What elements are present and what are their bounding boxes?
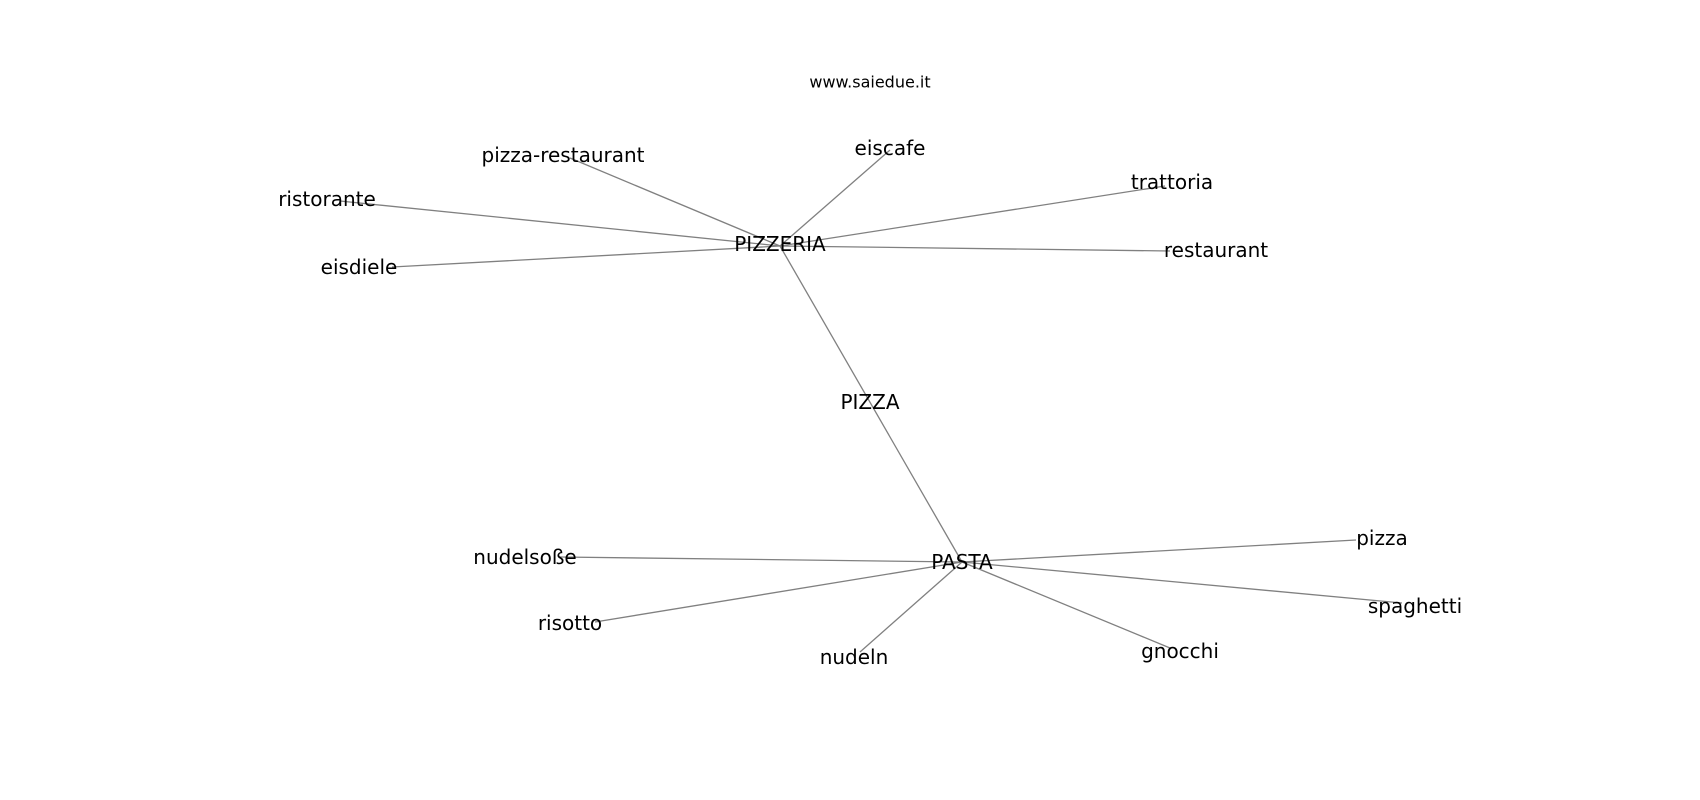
node-label-pizza-center: PIZZA — [840, 390, 899, 414]
edge-pasta-gnocchi — [961, 561, 1171, 649]
node-label-pizza-small: pizza — [1356, 526, 1408, 550]
edge-pasta-pizza_small — [961, 539, 1357, 563]
edge-pasta-spaghetti — [961, 561, 1403, 604]
edge-pizzeria-pizza_restaurant — [569, 157, 781, 247]
node-label-trattoria: trattoria — [1131, 170, 1213, 194]
node-label-nudeln: nudeln — [820, 645, 889, 669]
edge-pizzeria-ristorante — [339, 200, 781, 247]
edge-pizzeria-restaurant — [779, 245, 1171, 252]
edge-pizzeria-trattoria — [779, 185, 1166, 247]
node-label-ristorante: ristorante — [278, 187, 376, 211]
node-label-restaurant: restaurant — [1164, 238, 1268, 262]
edge-pasta-risotto — [594, 561, 963, 623]
edge-pizzeria-eiscafe — [779, 149, 891, 247]
node-label-nudelsosse: nudelsoße — [473, 545, 576, 569]
node-label-gnocchi: gnocchi — [1141, 639, 1219, 663]
edges-layer — [339, 149, 1403, 653]
node-label-pasta: PASTA — [931, 550, 993, 574]
node-label-risotto: risotto — [538, 611, 602, 635]
node-labels-layer: PIZZA PIZZERIA PASTA pizza-restaurant eiscaf… — [278, 136, 1462, 669]
edge-pizzeria-eisdiele — [391, 245, 781, 268]
node-label-pizza-restaurant: pizza-restaurant — [482, 143, 645, 167]
node-label-eiscafe: eiscafe — [855, 136, 926, 160]
edge-pizzeria-pasta — [779, 245, 963, 563]
watermark-text: www.saiedue.it — [809, 73, 930, 92]
edge-pasta-nudelsosse — [559, 556, 963, 563]
node-label-spaghetti: spaghetti — [1368, 594, 1462, 618]
node-label-pizzeria: PIZZERIA — [734, 232, 826, 256]
node-label-eisdiele: eisdiele — [321, 255, 398, 279]
edge-pasta-nudeln — [859, 561, 963, 653]
